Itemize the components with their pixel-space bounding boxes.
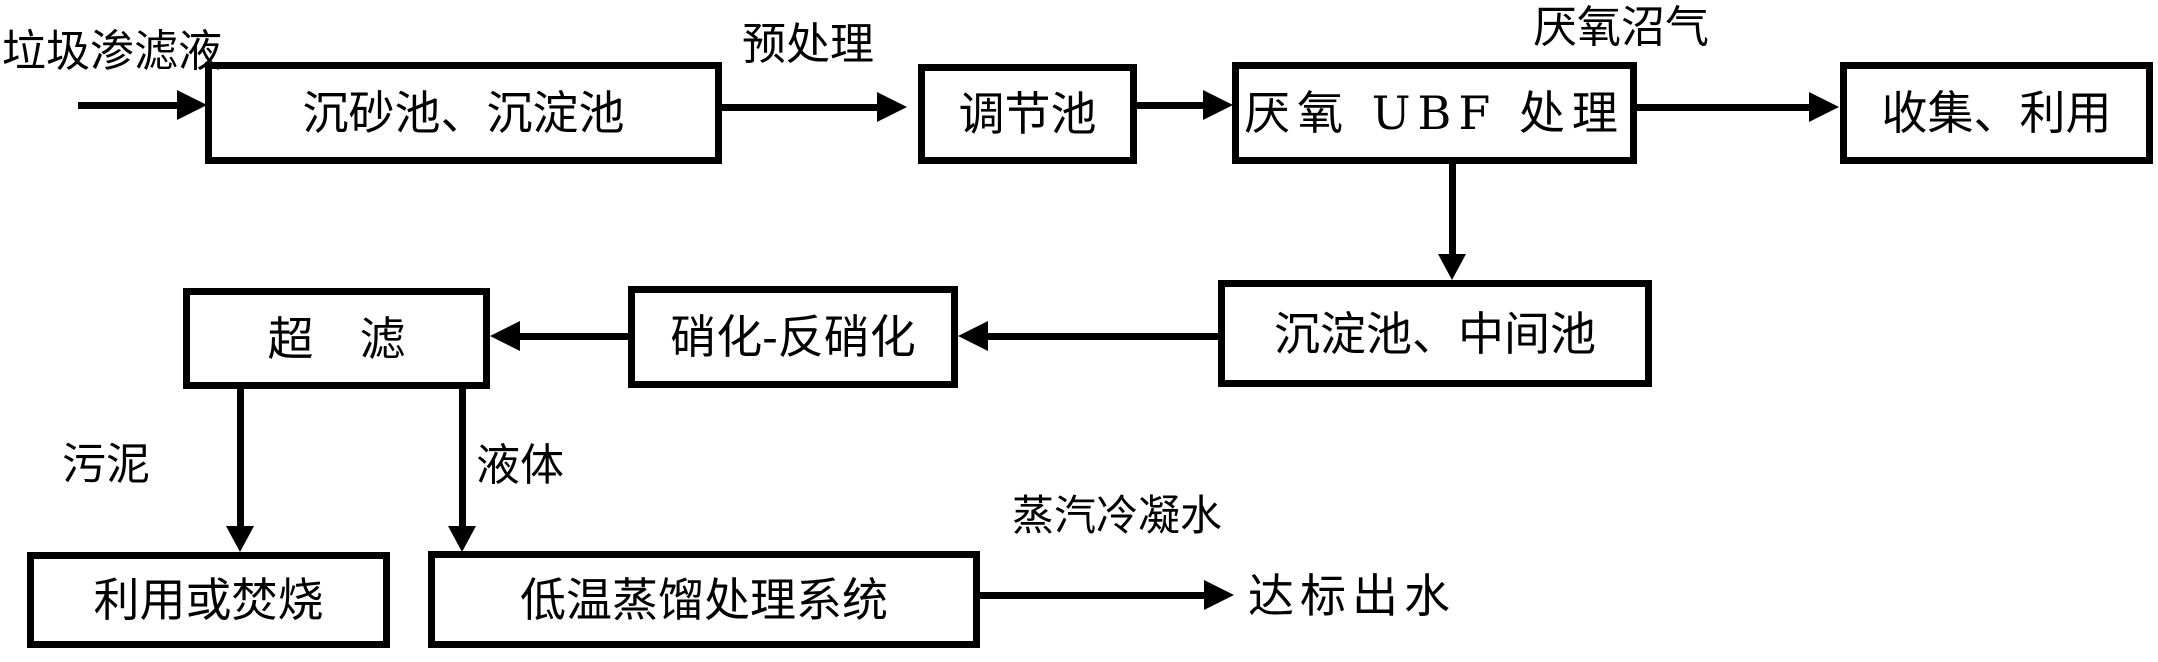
node-ultrafiltration: 超 滤 (183, 288, 490, 389)
arrow-line-nitrification-to-ultrafiltration (518, 333, 628, 340)
node-anaerobic-ubf-treatment: 厌氧 UBF 处理 (1232, 62, 1637, 164)
arrowhead-right-icon (1204, 580, 1234, 610)
node-sedimentation-intermediate-tank: 沉淀池、中间池 (1218, 280, 1652, 387)
arrowhead-left-icon (958, 321, 988, 351)
arrow-line-ubf-to-collect (1637, 104, 1811, 111)
arrow-line-regulation-to-ubf (1137, 102, 1205, 109)
arrow-line-influent-to-grit (78, 102, 179, 109)
arrow-line-liquid-to-distillation (459, 389, 466, 528)
label-liquid: 液体 (476, 440, 564, 491)
node-grit-sedimentation-tank: 沉砂池、沉淀池 (205, 62, 722, 164)
arrowhead-left-icon (490, 321, 520, 351)
arrowhead-right-icon (1203, 90, 1233, 120)
arrowhead-right-icon (877, 92, 907, 122)
arrow-line-distillation-to-effluent (980, 592, 1206, 599)
arrowhead-down-icon (448, 526, 476, 552)
label-sludge: 污泥 (62, 439, 150, 490)
arrowhead-right-icon (1809, 92, 1839, 122)
label-steam-condensate: 蒸汽冷凝水 (1012, 491, 1223, 540)
arrowhead-down-icon (1438, 254, 1466, 280)
node-regulation-tank: 调节池 (918, 64, 1137, 164)
node-nitrification-denitrification: 硝化-反硝化 (628, 286, 958, 388)
node-biogas-collection-use: 收集、利用 (1840, 62, 2153, 164)
label-anaerobic-biogas: 厌氧沼气 (1533, 2, 1709, 53)
arrow-line-intermediate-to-nitrification (986, 333, 1218, 340)
node-low-temp-distillation-system: 低温蒸馏处理系统 (428, 551, 980, 648)
label-pretreatment: 预处理 (742, 19, 874, 70)
arrow-line-sludge-to-incineration (237, 389, 244, 528)
label-compliant-effluent: 达标出水 (1248, 569, 1456, 623)
arrowhead-down-icon (226, 526, 254, 552)
arrowhead-right-icon (177, 90, 207, 120)
node-use-or-incineration: 利用或焚烧 (27, 552, 390, 648)
arrow-line-grit-to-regulation (722, 104, 879, 111)
label-influent-leachate: 垃圾渗滤液 (2, 26, 222, 77)
arrow-line-ubf-to-intermediate (1449, 164, 1456, 256)
